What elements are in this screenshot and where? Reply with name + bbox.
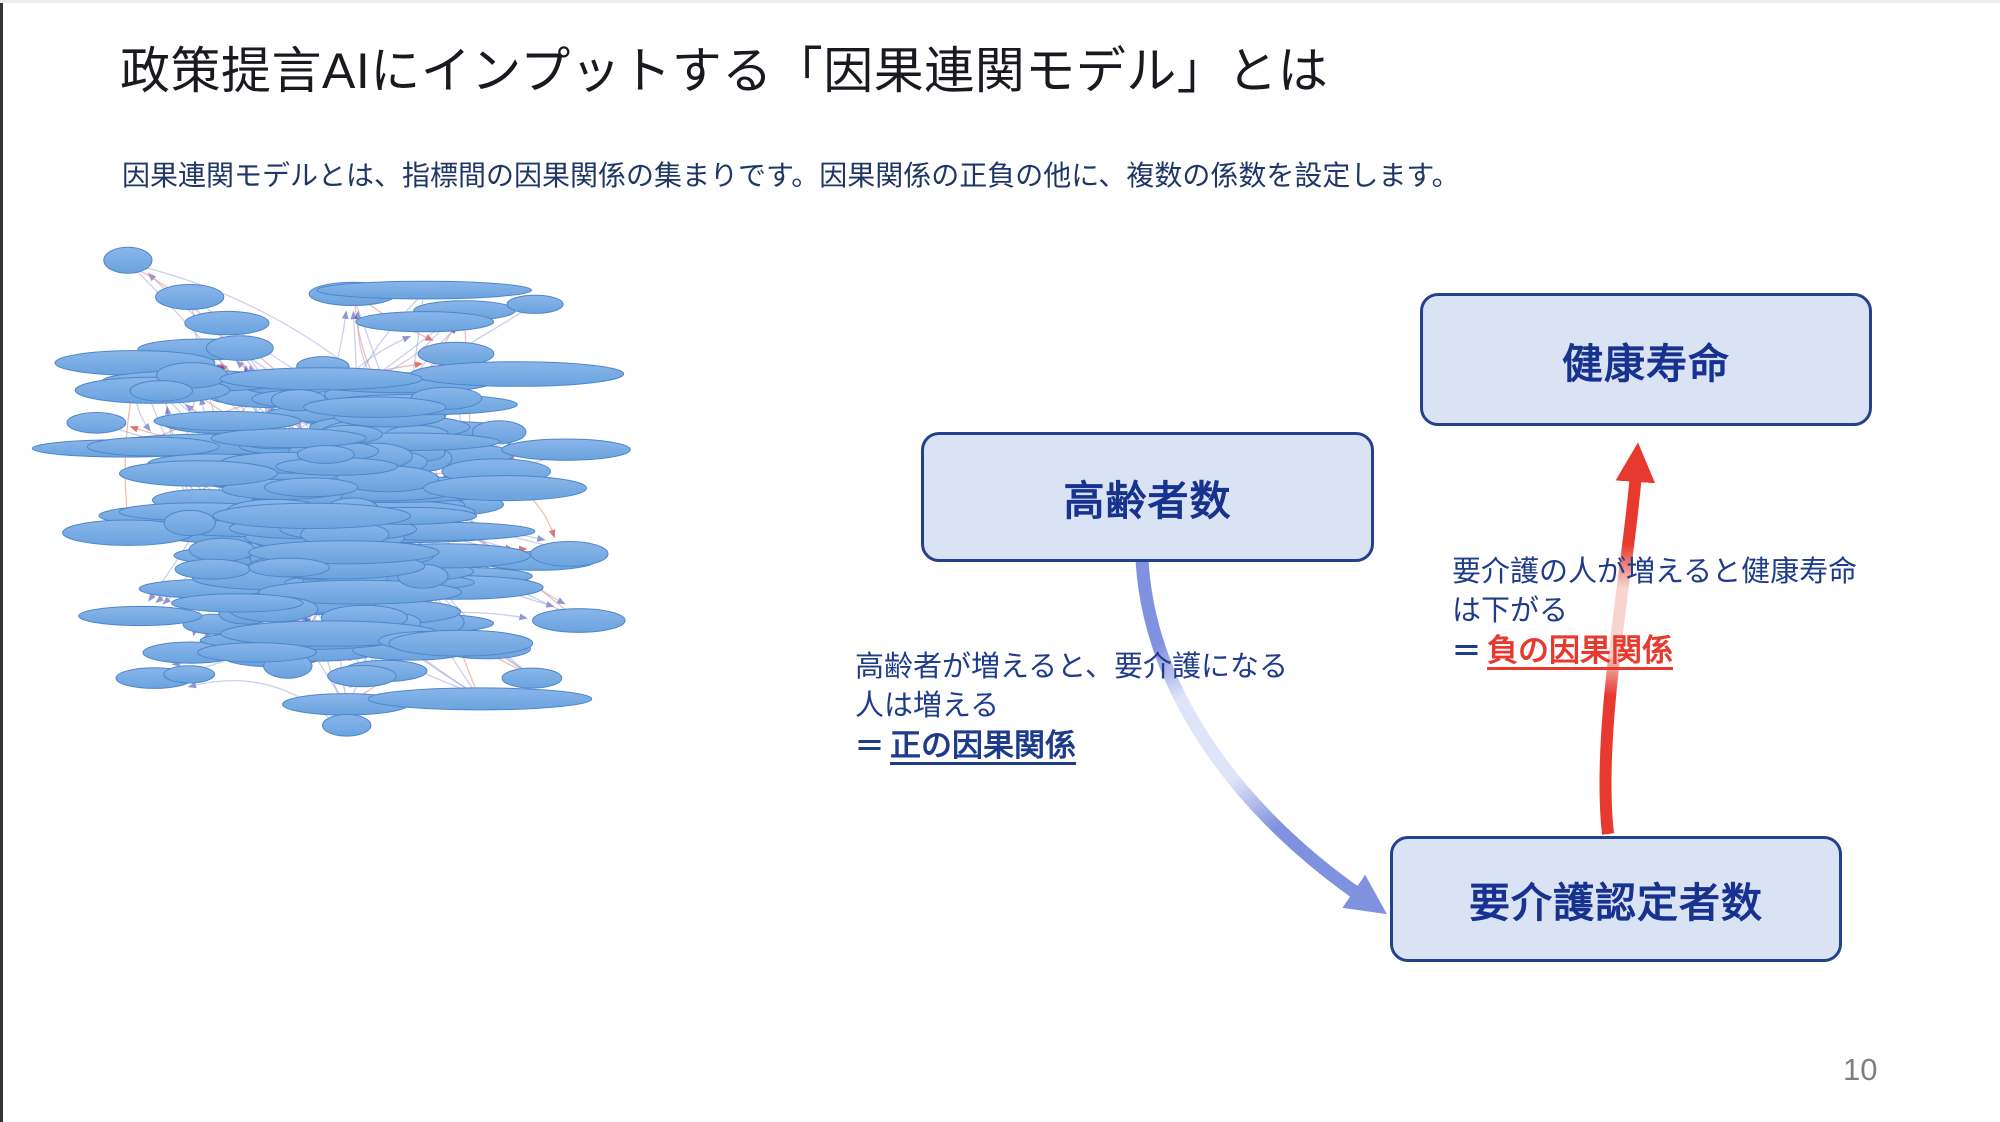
positive-label-line2: 人は増える [855, 690, 1000, 722]
positive-label-term-line: ＝正の因果関係 [855, 726, 1288, 767]
positive-causal-label: 高齢者が増えると、要介護になる 人は増える ＝正の因果関係 [855, 648, 1288, 767]
causal-network-graphic [31, 246, 631, 737]
slide-subtitle: 因果連関モデルとは、指標間の因果関係の集まりです。因果関係の正負の他に、複数の係… [122, 160, 1460, 191]
node-box-koureisha-suu: 高齢者数 [921, 432, 1374, 562]
negative-term: 負の因果関係 [1487, 633, 1674, 668]
positive-term: 正の因果関係 [890, 728, 1077, 763]
positive-label-line1: 高齢者が増えると、要介護になる [855, 651, 1288, 683]
node-box-youkaigo-ninteisha-suu: 要介護認定者数 [1390, 836, 1842, 962]
equals-sign: ＝ [1452, 636, 1482, 668]
negative-label-term-line: ＝負の因果関係 [1452, 631, 1857, 672]
node-label: 健康寿命 [1562, 340, 1730, 387]
node-label: 高齢者数 [1063, 478, 1232, 524]
negative-label-line1: 要介護の人が増えると健康寿命 [1452, 556, 1858, 588]
negative-causal-label: 要介護の人が増えると健康寿命 は下がる ＝負の因果関係 [1452, 553, 1857, 672]
negative-label-line2: は下がる [1452, 595, 1569, 627]
page-number: 10 [1843, 1052, 1878, 1087]
node-label: 要介護認定者数 [1469, 880, 1763, 926]
node-box-kenkou-jumyou: 健康寿命 [1420, 293, 1872, 426]
slide-title: 政策提言AIにインプットする「因果連関モデル」とは [120, 43, 1329, 99]
equals-sign: ＝ [855, 731, 885, 763]
